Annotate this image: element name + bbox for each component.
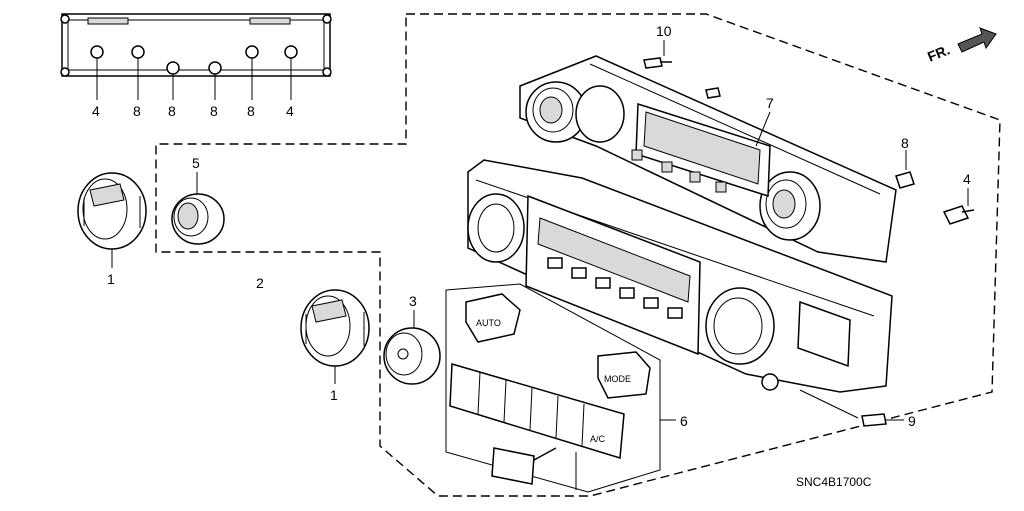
callout-3: 3 bbox=[409, 293, 417, 309]
screw-10 bbox=[643, 40, 672, 69]
assembly-boundary bbox=[155, 13, 1001, 497]
svg-text:MODE: MODE bbox=[604, 374, 631, 384]
control-unit-board bbox=[519, 55, 897, 263]
knob-5 bbox=[171, 172, 225, 245]
callout-8: 8 bbox=[247, 103, 255, 119]
callout-4: 4 bbox=[963, 171, 971, 187]
part-code: SNC4B1700C bbox=[796, 475, 872, 489]
front-panel-housing bbox=[467, 159, 893, 393]
svg-text:AUTO: AUTO bbox=[476, 318, 501, 328]
callout-4: 4 bbox=[286, 103, 294, 119]
front-direction-arrow: FR. bbox=[925, 27, 997, 65]
button-recirc bbox=[491, 447, 577, 490]
screw-small bbox=[705, 87, 721, 99]
callout-9: 9 bbox=[908, 413, 916, 429]
callout-5: 5 bbox=[192, 155, 200, 171]
callout-7: 7 bbox=[766, 95, 774, 111]
callout-1: 1 bbox=[330, 387, 338, 403]
svg-text:FR.: FR. bbox=[925, 41, 952, 64]
callout-10: 10 bbox=[656, 23, 672, 39]
knob-ring-1b bbox=[300, 289, 370, 384]
leader-9-path bbox=[799, 389, 859, 419]
callout-8: 8 bbox=[168, 103, 176, 119]
callout-8: 8 bbox=[133, 103, 141, 119]
knob-ring-1a bbox=[77, 172, 147, 268]
knob-3 bbox=[383, 310, 441, 385]
gasket-leader-lines bbox=[96, 58, 292, 100]
gasket-plate bbox=[60, 13, 332, 77]
callout-1: 1 bbox=[107, 271, 115, 287]
button-group-box bbox=[445, 283, 661, 493]
button-row: A/C bbox=[449, 363, 625, 459]
leader-7 bbox=[755, 111, 771, 147]
callout-2: 2 bbox=[256, 275, 264, 291]
callout-8: 8 bbox=[210, 103, 218, 119]
svg-text:A/C: A/C bbox=[590, 434, 606, 444]
callout-4: 4 bbox=[92, 103, 100, 119]
screw-8-right bbox=[895, 150, 915, 189]
button-mode: MODE bbox=[597, 351, 651, 399]
bulb-4-right bbox=[942, 188, 975, 225]
callout-labels: 4 8 8 8 8 4 1 5 2 1 3 10 7 8 4 6 9 bbox=[92, 23, 971, 429]
button-auto: AUTO bbox=[465, 293, 521, 343]
screw-9 bbox=[861, 413, 904, 427]
callout-8: 8 bbox=[901, 135, 909, 151]
callout-6: 6 bbox=[680, 413, 688, 429]
